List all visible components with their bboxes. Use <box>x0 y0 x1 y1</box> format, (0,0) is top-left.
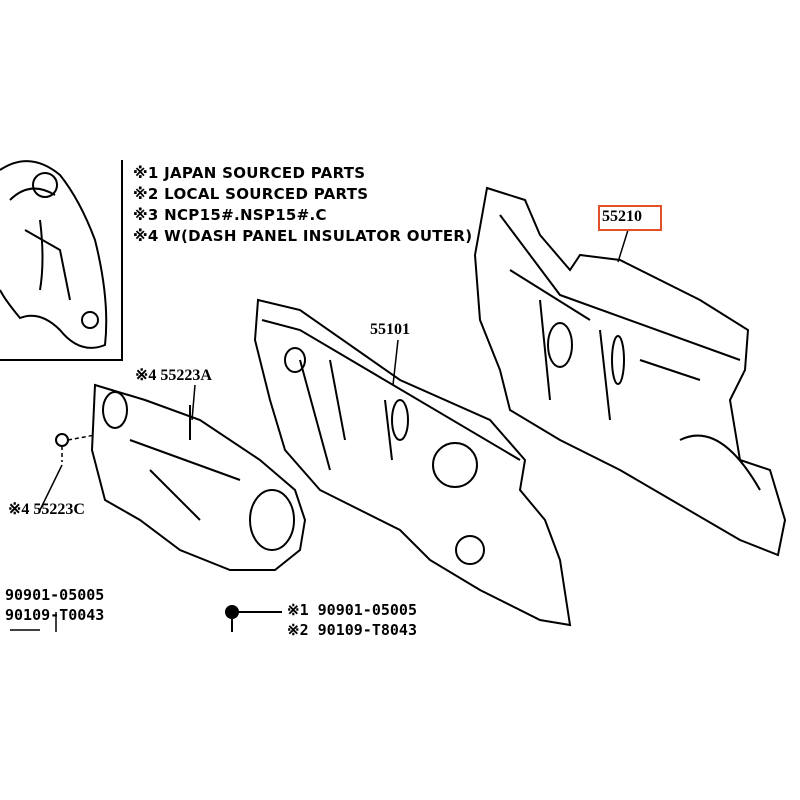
clip-55223c <box>39 433 96 511</box>
note-dash-insulator-outer: ※4 W(DASH PANEL INSULATOR OUTER) <box>133 227 473 245</box>
dash-panel-insulator-55210 <box>473 186 787 557</box>
selected-part-highlight <box>598 205 662 231</box>
bolt-icon <box>225 605 282 632</box>
dash-panel-insulator-55223a <box>90 383 307 571</box>
note-local-sourced: ※2 LOCAL SOURCED PARTS <box>133 185 369 203</box>
part-label-55210[interactable]: 55210 <box>602 208 642 225</box>
dash-panel-55101 <box>253 298 572 627</box>
part-label-bolt-local[interactable]: ※2 90109-T8043 <box>287 621 417 639</box>
note-japan-sourced: ※1 JAPAN SOURCED PARTS <box>133 164 366 182</box>
part-label-55223a[interactable]: ※4 55223A <box>135 367 212 384</box>
part-label-90901-05005[interactable]: 90901-05005 <box>5 586 105 604</box>
inset-engine-view <box>0 160 123 361</box>
part-label-55101[interactable]: 55101 <box>370 321 410 338</box>
note-model-codes: ※3 NCP15#.NSP15#.C <box>133 206 327 224</box>
part-label-bolt-japan[interactable]: ※1 90901-05005 <box>287 601 417 619</box>
part-label-90109-t0043[interactable]: 90109-T0043 <box>5 606 105 624</box>
part-label-55223c[interactable]: ※4 55223C <box>8 501 85 518</box>
